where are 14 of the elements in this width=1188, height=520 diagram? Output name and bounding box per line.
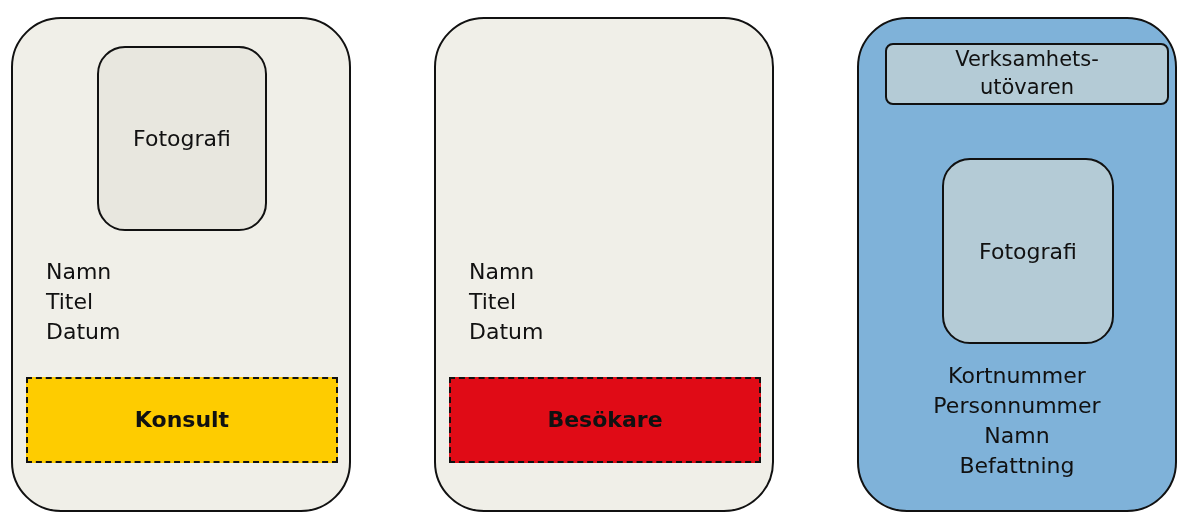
organization-name: Verksamhets-utövaren [954, 46, 1100, 101]
role-band [26, 377, 338, 463]
role-label: Besökare [546, 406, 664, 434]
photo-field: Fotografi [97, 46, 267, 231]
id-card [11, 17, 351, 512]
id-card [857, 17, 1177, 512]
card-fields: Namn Titel Datum [469, 257, 544, 347]
id-card [434, 17, 774, 512]
organization-header [885, 43, 1169, 105]
role-band [449, 377, 761, 463]
role-label: Konsult [133, 406, 231, 434]
photo-field: Fotografi [942, 158, 1114, 344]
card-fields: Namn Titel Datum [46, 257, 121, 347]
card-fields: Kortnummer Personnummer Namn Befattning [859, 361, 1175, 481]
